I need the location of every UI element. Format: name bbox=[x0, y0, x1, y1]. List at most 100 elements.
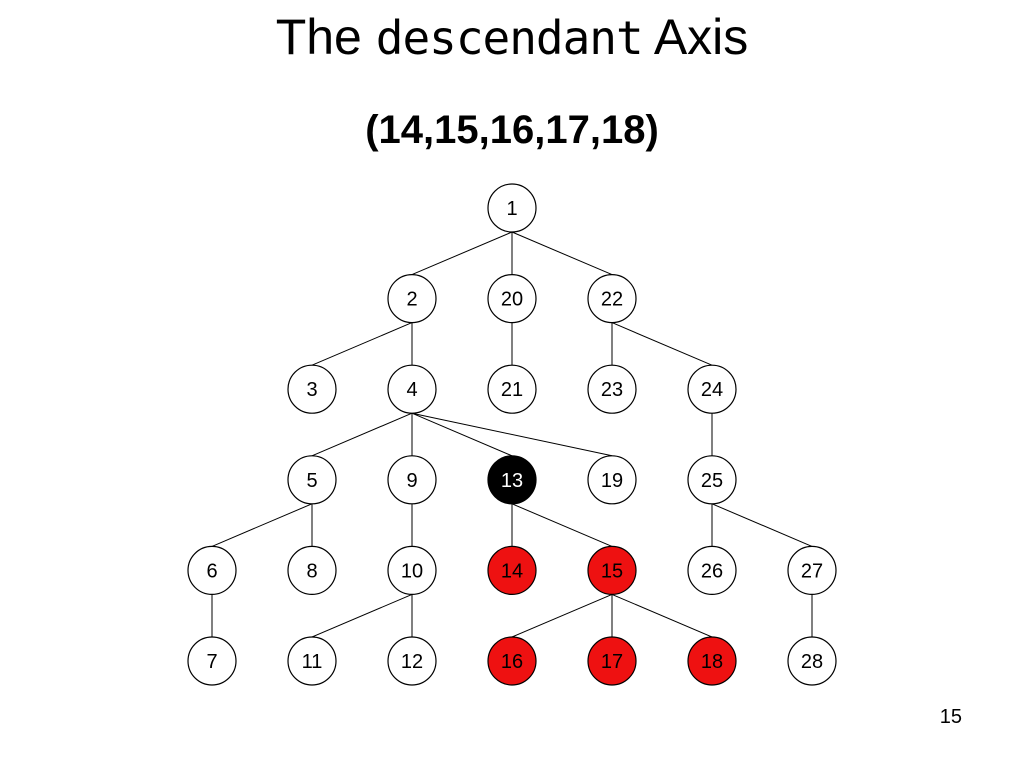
node-1: 1 bbox=[487, 183, 537, 233]
node-circle-15 bbox=[587, 545, 637, 596]
node-circle-27 bbox=[787, 545, 837, 596]
node-26: 26 bbox=[687, 545, 737, 596]
node-label-10: 10 bbox=[401, 560, 423, 582]
node-label-4: 4 bbox=[406, 379, 417, 401]
node-circle-10 bbox=[387, 545, 437, 596]
edge-22-24 bbox=[611, 322, 713, 366]
node-18: 18 bbox=[687, 636, 737, 686]
edge-1-22 bbox=[511, 231, 613, 276]
edge-10-11 bbox=[311, 593, 413, 638]
node-label-13: 13 bbox=[501, 470, 523, 492]
node-22: 22 bbox=[587, 274, 637, 324]
edge-4-5 bbox=[311, 412, 413, 457]
node-circle-24 bbox=[687, 364, 737, 414]
node-label-11: 11 bbox=[302, 651, 323, 673]
node-circle-11 bbox=[287, 636, 337, 686]
edge-13-15 bbox=[511, 503, 613, 547]
node-24: 24 bbox=[687, 364, 737, 414]
node-circle-20 bbox=[487, 274, 537, 324]
node-label-7: 7 bbox=[206, 651, 217, 673]
node-label-16: 16 bbox=[501, 651, 523, 673]
node-label-12: 12 bbox=[401, 651, 423, 673]
node-23: 23 bbox=[587, 364, 637, 414]
node-circle-21 bbox=[487, 364, 537, 414]
node-11: 11 bbox=[287, 636, 337, 686]
node-label-25: 25 bbox=[701, 470, 723, 492]
node-label-20: 20 bbox=[501, 289, 523, 311]
node-circle-9 bbox=[387, 455, 437, 505]
node-2: 2 bbox=[387, 274, 437, 324]
node-circle-22 bbox=[587, 274, 637, 324]
edge-25-27 bbox=[711, 503, 813, 547]
slide-number: 15 bbox=[939, 706, 962, 728]
result-set-subtitle: (14,15,16,17,18) bbox=[365, 108, 659, 152]
node-15: 15 bbox=[587, 545, 637, 596]
node-label-26: 26 bbox=[701, 560, 723, 582]
node-circle-14 bbox=[487, 545, 537, 596]
node-16: 16 bbox=[487, 636, 537, 686]
node-circle-3 bbox=[287, 364, 337, 414]
node-circle-17 bbox=[587, 636, 637, 686]
node-6: 6 bbox=[187, 545, 237, 596]
node-circle-7 bbox=[187, 636, 237, 686]
node-circle-2 bbox=[387, 274, 437, 324]
node-label-9: 9 bbox=[406, 470, 417, 492]
node-label-23: 23 bbox=[601, 379, 623, 401]
node-circle-13 bbox=[487, 455, 537, 505]
edge-5-6 bbox=[211, 503, 313, 547]
node-9: 9 bbox=[387, 455, 437, 505]
node-5: 5 bbox=[287, 455, 337, 505]
slide-title: The descendant Axis bbox=[0, 2, 1024, 72]
node-label-15: 15 bbox=[601, 560, 623, 582]
node-label-6: 6 bbox=[206, 560, 217, 582]
node-circle-5 bbox=[287, 455, 337, 505]
node-circle-19 bbox=[587, 455, 637, 505]
node-21: 21 bbox=[487, 364, 537, 414]
edge-4-19 bbox=[411, 412, 613, 457]
node-13: 13 bbox=[487, 455, 537, 505]
node-circle-12 bbox=[387, 636, 437, 686]
node-label-17: 17 bbox=[601, 651, 623, 673]
node-10: 10 bbox=[387, 545, 437, 596]
node-label-22: 22 bbox=[601, 289, 623, 311]
node-label-3: 3 bbox=[306, 379, 317, 401]
edge-2-3 bbox=[311, 322, 413, 366]
edge-4-13 bbox=[411, 412, 513, 457]
node-circle-18 bbox=[687, 636, 737, 686]
node-label-21: 21 bbox=[501, 379, 523, 401]
node-17: 17 bbox=[587, 636, 637, 686]
node-label-8: 8 bbox=[306, 560, 317, 582]
node-label-19: 19 bbox=[601, 470, 623, 492]
edge-1-2 bbox=[411, 231, 513, 276]
node-12: 12 bbox=[387, 636, 437, 686]
node-label-5: 5 bbox=[306, 470, 317, 492]
node-circle-26 bbox=[687, 545, 737, 596]
title-prefix: The bbox=[275, 9, 376, 65]
node-3: 3 bbox=[287, 364, 337, 414]
title-suffix: Axis bbox=[642, 9, 749, 65]
node-label-2: 2 bbox=[406, 289, 417, 311]
tree-edges bbox=[211, 231, 813, 638]
node-label-28: 28 bbox=[801, 651, 823, 673]
node-8: 8 bbox=[287, 545, 337, 596]
node-27: 27 bbox=[787, 545, 837, 596]
node-circle-1 bbox=[487, 183, 537, 233]
node-label-1: 1 bbox=[506, 198, 517, 220]
node-19: 19 bbox=[587, 455, 637, 505]
node-circle-4 bbox=[387, 364, 437, 414]
edge-15-16 bbox=[511, 593, 613, 638]
node-circle-28 bbox=[787, 636, 837, 686]
node-label-14: 14 bbox=[501, 560, 523, 582]
node-20: 20 bbox=[487, 274, 537, 324]
node-4: 4 bbox=[387, 364, 437, 414]
title-code-word: descendant bbox=[375, 11, 644, 65]
node-14: 14 bbox=[487, 545, 537, 596]
node-circle-6 bbox=[187, 545, 237, 596]
node-label-27: 27 bbox=[801, 560, 823, 582]
edge-15-18 bbox=[611, 593, 713, 638]
node-circle-25 bbox=[687, 455, 737, 505]
node-25: 25 bbox=[687, 455, 737, 505]
node-7: 7 bbox=[187, 636, 237, 686]
